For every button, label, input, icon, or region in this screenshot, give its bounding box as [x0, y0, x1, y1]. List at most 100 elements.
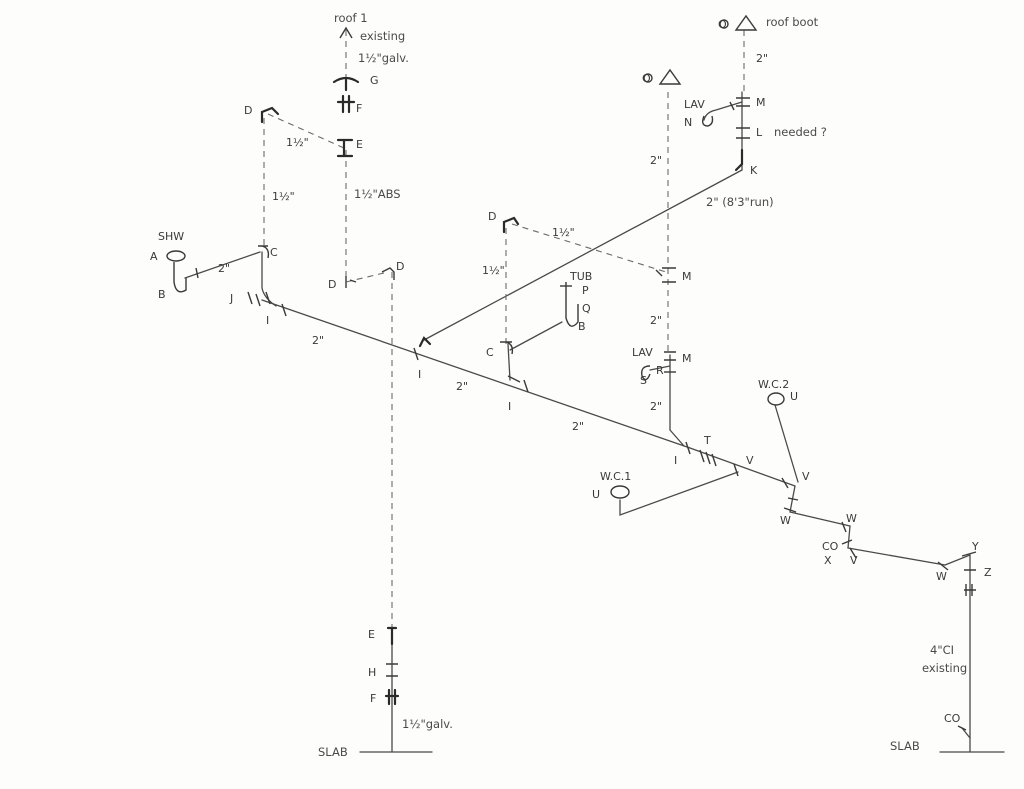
roof-triangle-mid [658, 68, 682, 85]
size-vent-left-diag: 1½" [286, 136, 309, 149]
fitting-c-left [258, 245, 270, 259]
fitting-y [937, 551, 977, 571]
fitting-w-2 [841, 521, 847, 533]
note-galv-bottom: 1½"galv. [402, 717, 453, 731]
fitting-i-tub [507, 375, 521, 383]
letter-e-bottom: E [368, 628, 375, 641]
fitting-e-bottom [386, 626, 398, 646]
hidden-existing-lines [263, 30, 745, 628]
tub-arm [509, 321, 563, 351]
main-drain-line-lower [689, 447, 796, 487]
fitting-t [699, 449, 717, 467]
roof-boot-circle [719, 19, 729, 29]
label-lav-upper: LAV [684, 98, 705, 111]
drain-to-building-sewer [847, 547, 946, 566]
main-drain-line [261, 299, 691, 449]
letter-f-bottom: F [370, 692, 376, 705]
note-existing-bottom: existing [922, 661, 967, 675]
size-right-stack-top: 2" [756, 52, 768, 65]
lav-upper-trap [701, 115, 714, 127]
shower-drain [166, 250, 186, 262]
fixture-labels: SHW TUB LAV LAV W.C.1 W.C.2 CO CO [158, 98, 961, 725]
letter-b-shw: B [158, 288, 166, 301]
note-abs: 1½"ABS [354, 187, 401, 201]
letter-v-3: V [850, 554, 858, 567]
letter-w-1: W [780, 514, 791, 527]
letter-i-3: I [508, 400, 511, 413]
note-slab-left: SLAB [318, 745, 348, 759]
fitting-z [964, 569, 976, 596]
letter-n: N [684, 116, 692, 129]
fitting-co-mid [841, 539, 857, 559]
letter-j: J [229, 292, 233, 305]
fitting-h [386, 663, 398, 677]
fitting-l [736, 127, 750, 139]
shower-trap [173, 262, 187, 293]
roof1-arrow [339, 26, 353, 39]
note-existing-top: existing [360, 29, 405, 43]
fitting-g [332, 76, 360, 92]
letter-v-1: V [746, 454, 754, 467]
roof-boot-triangle [734, 14, 758, 31]
label-wc2: W.C.2 [758, 378, 789, 391]
vent-long-diagonal [423, 169, 743, 341]
note-run: 2" (8'3"run) [706, 195, 774, 209]
letter-v-2: V [802, 470, 810, 483]
size-main-3: 2" [572, 420, 584, 433]
fitting-c-tub [500, 341, 514, 355]
letter-c-tub: C [486, 346, 494, 359]
note-ci: 4"CI [930, 643, 954, 657]
letter-g: G [370, 74, 379, 87]
fitting-i-right [685, 441, 691, 455]
fitting-v-3 [787, 497, 799, 501]
fitting-j [247, 291, 271, 307]
letter-o-roof-boot: O [718, 18, 727, 31]
note-galv-top: 1½"galv. [358, 51, 409, 65]
fitting-m-upper [655, 267, 676, 283]
fitting-shower-mark [195, 267, 199, 279]
tub-vent-diagonal [511, 223, 667, 273]
letter-u-wc2: U [790, 390, 798, 403]
size-tub-vent-diag: 1½" [552, 226, 575, 239]
tub-trap [565, 282, 579, 327]
note-roof-boot: roof boot [766, 15, 819, 29]
letter-q: Q [582, 302, 591, 315]
letter-d-abs: D [328, 278, 336, 291]
fitting-v-1 [733, 463, 739, 477]
letter-i-1: I [266, 314, 269, 327]
size-tub-vent-vert: 1½" [482, 264, 505, 277]
letter-z: Z [984, 566, 992, 579]
shower-riser [261, 251, 277, 307]
letter-l: L [756, 126, 763, 139]
fitting-co-bottom [957, 725, 967, 731]
letter-u-wc1: U [592, 488, 600, 501]
letter-i-2: I [418, 368, 421, 381]
lav-upper-arm [703, 101, 743, 121]
fitting-e-top [336, 138, 354, 158]
letter-p: P [582, 284, 589, 297]
tub-riser [507, 343, 511, 381]
letter-h: H [368, 666, 376, 679]
letter-w-3: W [936, 570, 947, 583]
label-wc1: W.C.1 [600, 470, 631, 483]
wc2-arm [774, 404, 799, 483]
fitting-i-first [281, 303, 287, 317]
fitting-d-tub [502, 216, 520, 234]
note-needed: needed ? [774, 125, 827, 139]
letter-o-mid: O [642, 72, 651, 85]
fitting-f-top [336, 94, 356, 114]
fitting-w-1 [783, 507, 797, 513]
fitting-letters: A B B C C D D D D E E F F G H I I I I J … [150, 18, 992, 705]
right-drain-stack-elbow [669, 429, 685, 447]
size-main-1: 2" [312, 334, 324, 347]
wc2-bowl [767, 392, 785, 406]
fitting-v-2 [781, 477, 789, 489]
size-shw-arm: 2" [218, 262, 230, 275]
pipe-sizes: 1½" 1½" 2" 2" 2" 2" 1½" 1½" 2" 2" 2" 2" [218, 52, 768, 433]
notes: roof 1 existing 1½"galv. 1½"ABS roof boo… [318, 11, 967, 759]
letter-e-top: E [356, 138, 363, 151]
size-main-2: 2" [456, 380, 468, 393]
fitting-i-tub-2 [523, 379, 529, 393]
